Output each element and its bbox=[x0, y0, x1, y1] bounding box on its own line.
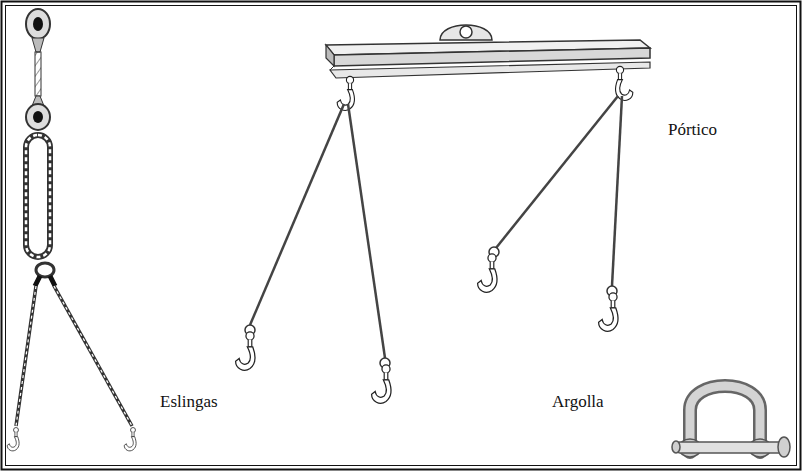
endless-chain-sling bbox=[26, 135, 50, 257]
frame-inner bbox=[6, 6, 797, 466]
spreader-beam bbox=[326, 25, 650, 110]
sling-hooks bbox=[236, 247, 618, 403]
part-label: Argolla bbox=[550, 392, 606, 412]
beam-sling-legs bbox=[250, 96, 622, 358]
wire-rope-sling bbox=[26, 9, 50, 130]
part-label: Pórtico bbox=[666, 120, 719, 140]
part-label: Eslingas bbox=[158, 392, 220, 412]
two-leg-chain-sling bbox=[7, 263, 136, 451]
shackle bbox=[672, 386, 790, 457]
